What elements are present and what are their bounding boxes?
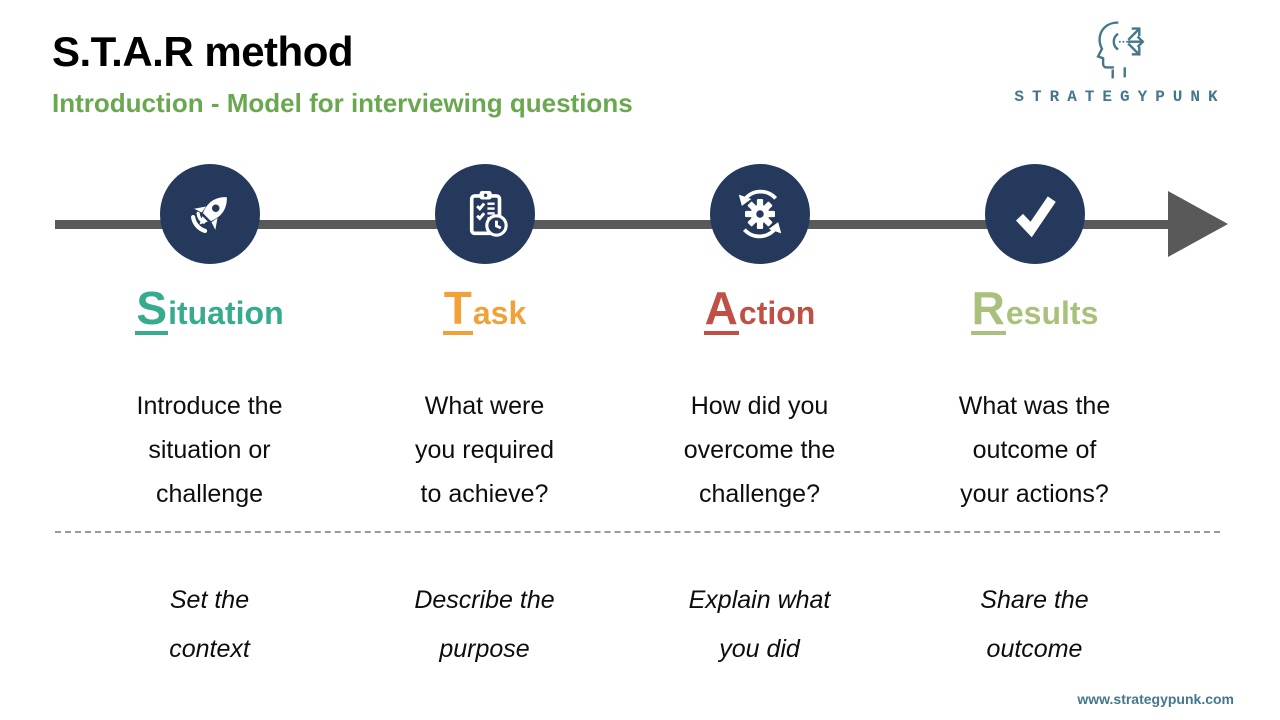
task-circle	[434, 164, 535, 264]
results-circle	[984, 164, 1085, 264]
task-title: Task	[442, 282, 527, 336]
action-desc-line: overcome the	[683, 436, 836, 464]
situation-title: Situation	[135, 282, 284, 336]
action-desc-line: challenge?	[699, 480, 820, 508]
note-line: purpose	[439, 635, 530, 663]
results-desc-line: What was the	[958, 392, 1111, 420]
action-desc-line: How did you	[690, 392, 829, 420]
gear-sync-icon	[738, 189, 781, 239]
task-title-rest: ask	[472, 295, 527, 331]
note-action: Explain what you did	[622, 576, 897, 674]
task-desc-line: to achieve?	[420, 480, 549, 508]
note-line: you did	[719, 635, 800, 663]
header: S.T.A.R method Introduction - Model for …	[52, 28, 633, 119]
note-line: Set the	[169, 586, 250, 614]
results-desc-line: outcome of	[972, 436, 1097, 464]
action-description: How did you overcome the challenge?	[684, 384, 835, 516]
results-title: Results	[970, 282, 1099, 336]
timeline-arrowhead-icon	[1168, 191, 1228, 257]
note-line: outcome	[986, 635, 1083, 663]
brand-logo: STRATEGYPUNK	[996, 16, 1236, 106]
note-line: Describe the	[414, 586, 555, 614]
note-situation: Set the context	[72, 576, 347, 674]
situation-circle	[159, 164, 260, 264]
situation-title-rest: ituation	[168, 295, 284, 331]
divider-dashed-line	[55, 531, 1220, 533]
step-task: Task What were you required to achieve?	[347, 164, 622, 516]
note-line: context	[169, 635, 250, 663]
action-initial: A	[703, 282, 739, 335]
note-results: Share the outcome	[897, 576, 1172, 674]
notes-row: Set the context Describe the purpose Exp…	[72, 576, 1172, 674]
action-title: Action	[703, 282, 816, 336]
step-results: Results What was the outcome of your act…	[897, 164, 1172, 516]
rocket-icon	[190, 197, 227, 233]
steps-row: Situation Introduce the situation or cha…	[72, 164, 1172, 516]
task-description: What were you required to achieve?	[415, 384, 554, 516]
task-initial: T	[442, 282, 473, 335]
head-strategy-icon	[1096, 21, 1145, 79]
footer-url: www.strategypunk.com	[1077, 691, 1234, 707]
results-desc-line: your actions?	[960, 480, 1109, 508]
results-title-rest: esults	[1005, 295, 1099, 331]
clipboard-checklist-clock-icon	[469, 191, 508, 237]
checkmark-icon	[1015, 196, 1056, 238]
page-title: S.T.A.R method	[52, 28, 354, 75]
situation-initial: S	[135, 282, 169, 335]
results-description: What was the outcome of your actions?	[959, 384, 1110, 516]
step-action: Action How did you overcome the challeng…	[622, 164, 897, 516]
action-title-rest: ction	[738, 295, 816, 331]
task-desc-line: you required	[415, 436, 554, 464]
situation-desc-line: Introduce the	[136, 392, 283, 420]
step-situation: Situation Introduce the situation or cha…	[72, 164, 347, 516]
note-line: Share the	[980, 586, 1089, 614]
situation-desc-line: challenge	[155, 480, 264, 508]
task-desc-line: What were	[424, 392, 545, 420]
page-subtitle: Introduction - Model for interviewing qu…	[52, 88, 633, 118]
results-initial: R	[970, 282, 1006, 335]
situation-description: Introduce the situation or challenge	[137, 384, 283, 516]
brand-name: STRATEGYPUNK	[1014, 88, 1226, 106]
timeline-line	[55, 220, 1172, 229]
note-line: Explain what	[688, 586, 831, 614]
situation-desc-line: situation or	[148, 436, 271, 464]
note-task: Describe the purpose	[347, 576, 622, 674]
action-circle	[709, 164, 810, 264]
